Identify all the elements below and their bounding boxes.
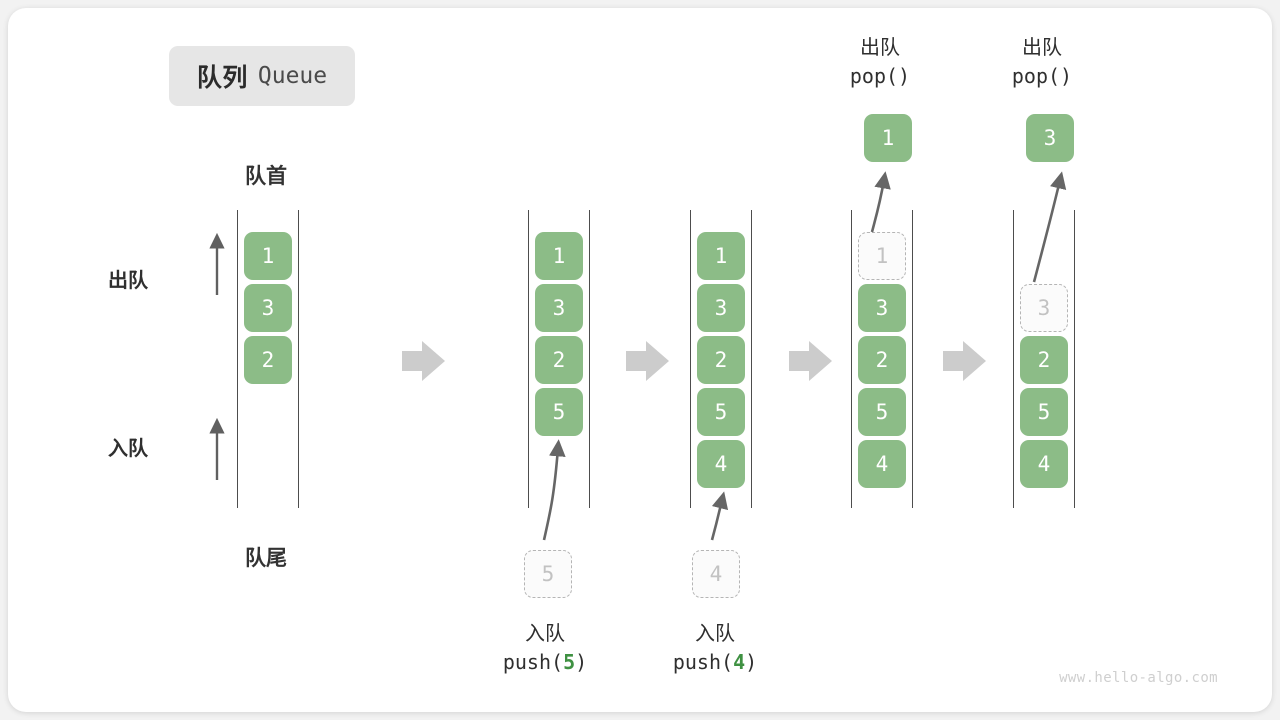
queue-cell: 2 bbox=[697, 336, 745, 384]
queue-cell: 4 bbox=[1020, 440, 1068, 488]
popped-cell: 3 bbox=[1026, 114, 1074, 162]
pop-3-caption: 出队 pop() bbox=[952, 34, 1132, 91]
arrow-overlay bbox=[209, 171, 1067, 541]
dequeue-direction-label: 出队 bbox=[108, 270, 148, 292]
queue-rails-col2 bbox=[528, 210, 590, 508]
push-caption-code: push(4) bbox=[625, 648, 805, 676]
incoming-ghost-cell: 5 bbox=[524, 550, 572, 598]
queue-rear-label: 队尾 bbox=[245, 547, 287, 570]
push-fn-name: push( bbox=[502, 650, 564, 675]
queue-cell-popping: 1 bbox=[858, 232, 906, 280]
rail-left bbox=[1013, 210, 1014, 508]
queue-cell: 1 bbox=[244, 232, 292, 280]
queue-cell: 5 bbox=[858, 388, 906, 436]
rail-left bbox=[851, 210, 852, 508]
step-arrow-4 bbox=[943, 341, 986, 381]
queue-cell: 4 bbox=[858, 440, 906, 488]
queue-cell: 5 bbox=[1020, 388, 1068, 436]
pop-caption-code: pop() bbox=[1011, 64, 1073, 89]
push-fn-name: push( bbox=[672, 650, 734, 675]
push-caption-cn: 入队 bbox=[525, 623, 565, 645]
queue-cell: 2 bbox=[1020, 336, 1068, 384]
queue-cell: 2 bbox=[858, 336, 906, 384]
rail-left bbox=[528, 210, 529, 508]
queue-cell: 1 bbox=[697, 232, 745, 280]
site-watermark: www.hello-algo.com bbox=[1059, 670, 1218, 686]
title-badge: 队列 Queue bbox=[169, 46, 355, 106]
rail-right bbox=[751, 210, 752, 508]
push-arg: 4 bbox=[733, 650, 746, 675]
queue-cell: 2 bbox=[244, 336, 292, 384]
pop-caption-code: pop() bbox=[849, 64, 911, 89]
rail-right bbox=[912, 210, 913, 508]
push-fn-end: ) bbox=[745, 650, 758, 675]
push-fn-end: ) bbox=[575, 650, 588, 675]
step-arrow-3 bbox=[789, 341, 832, 381]
queue-cell: 3 bbox=[697, 284, 745, 332]
push-caption-cn: 入队 bbox=[695, 623, 735, 645]
queue-front-label: 队首 bbox=[245, 165, 287, 188]
queue-rails-col4 bbox=[851, 210, 913, 508]
queue-cell: 3 bbox=[244, 284, 292, 332]
rail-right bbox=[298, 210, 299, 508]
queue-rails-col5 bbox=[1013, 210, 1075, 508]
queue-rails-col3 bbox=[690, 210, 752, 508]
queue-cell: 3 bbox=[858, 284, 906, 332]
queue-cell: 2 bbox=[535, 336, 583, 384]
rail-right bbox=[589, 210, 590, 508]
enqueue-direction-label: 入队 bbox=[108, 438, 148, 460]
step-arrow-2 bbox=[626, 341, 669, 381]
queue-cell: 5 bbox=[697, 388, 745, 436]
pop-caption-cn: 出队 bbox=[1022, 37, 1062, 59]
pop-caption-cn: 出队 bbox=[860, 37, 900, 59]
push-4-caption: 入队 push(4) bbox=[625, 620, 805, 677]
queue-cell: 5 bbox=[535, 388, 583, 436]
queue-cell: 4 bbox=[697, 440, 745, 488]
pop-1-caption: 出队 pop() bbox=[790, 34, 970, 91]
step-arrow-1 bbox=[402, 341, 445, 381]
popped-cell: 1 bbox=[864, 114, 912, 162]
title-en: Queue bbox=[257, 63, 328, 89]
push-5-caption: 入队 push(5) bbox=[455, 620, 635, 677]
queue-cell: 1 bbox=[535, 232, 583, 280]
incoming-ghost-cell: 4 bbox=[692, 550, 740, 598]
queue-rails-col1 bbox=[237, 210, 299, 508]
queue-cell-popping: 3 bbox=[1020, 284, 1068, 332]
rail-left bbox=[237, 210, 238, 508]
push-arg: 5 bbox=[563, 650, 576, 675]
push-caption-code: push(5) bbox=[455, 648, 635, 676]
title-cn: 队列 bbox=[196, 64, 248, 92]
rail-left bbox=[690, 210, 691, 508]
queue-cell: 3 bbox=[535, 284, 583, 332]
diagram-card: 队列 Queue 队首 1 3 2 队尾 出队 入队 1 3 2 5 5 入队 … bbox=[8, 8, 1272, 712]
rail-right bbox=[1074, 210, 1075, 508]
